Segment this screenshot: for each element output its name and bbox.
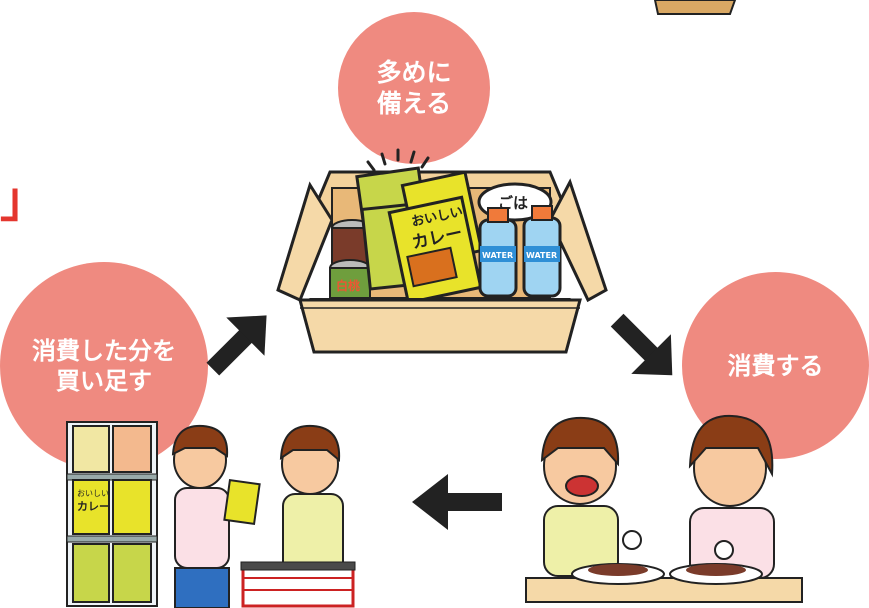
eating-couple-illustration (525, 414, 803, 603)
water-label-2: WATER (526, 251, 557, 260)
restock-label: 消費した分を 買い足す (32, 337, 176, 395)
prepare-bubble: 多めに 備える (338, 12, 490, 164)
shopping-couple-illustration: おいしい カレー (66, 421, 356, 608)
shelf-curry-brand: おいしい (77, 489, 109, 498)
consume-label: 消費する (727, 351, 824, 380)
arrow-to-consume (610, 313, 673, 376)
prepare-label: 多めに 備える (376, 57, 452, 118)
arrow-to-restock (412, 474, 502, 530)
water-label-1: WATER (482, 251, 513, 260)
restock-bubble: 消費した分を 買い足す (0, 262, 208, 470)
closing-bracket: 」 (0, 172, 49, 228)
arrow-to-box (206, 315, 267, 376)
shelf-curry-name: カレー (77, 500, 110, 513)
can-label: 白桃 (336, 278, 360, 293)
shelf-edge-corner (653, 0, 737, 15)
stockpile-box-illustration: 白桃 おいしい カレー ごは WATER WATER (276, 148, 608, 354)
